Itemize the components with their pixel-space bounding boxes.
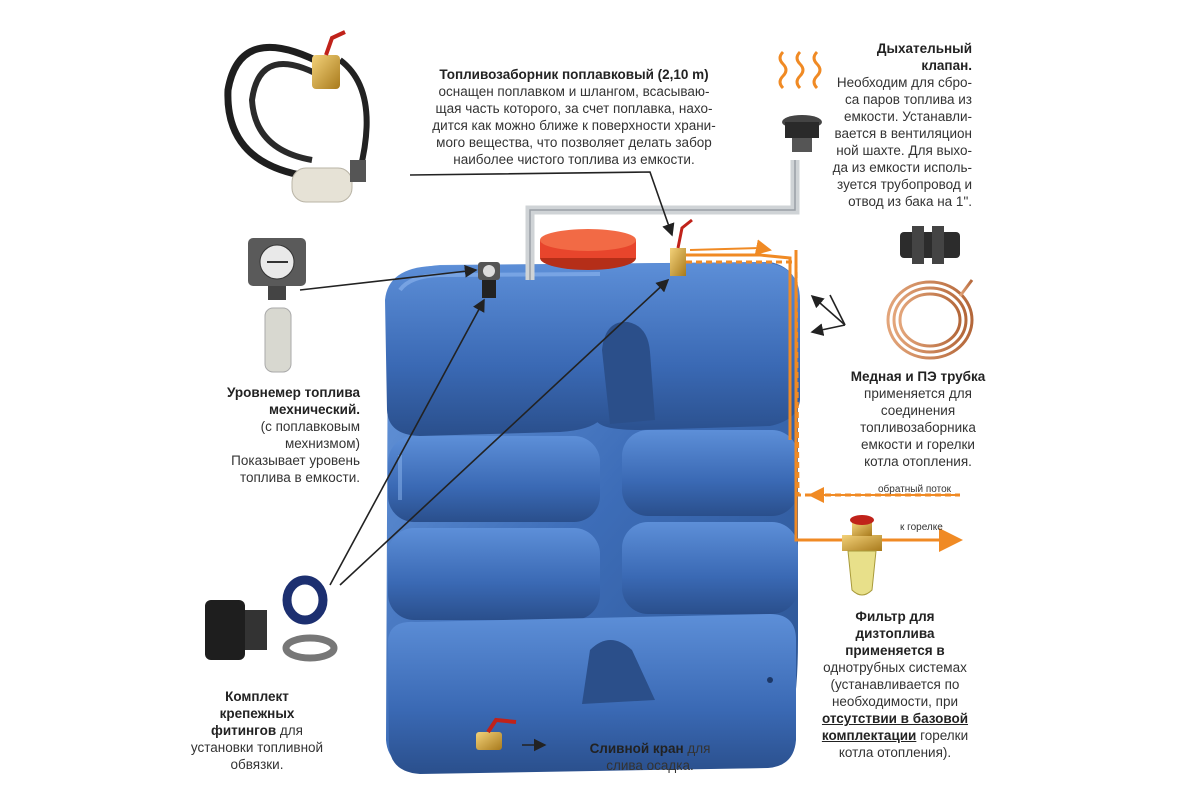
fittings-line: для [276,723,303,738]
tank-lid [540,229,636,270]
drain-title: Сливной кран [589,741,684,756]
filter-title: Фильтр для [855,609,935,624]
breather-valve-line: ной шахте. Для выхо- [836,143,972,158]
breather-valve-line: да из емкости исполь- [832,160,972,175]
level-gauge-title: Уровнемер топлива [227,385,360,400]
fuel-intake-line: щая часть которого, за счет поплавка, на… [435,101,713,116]
breather-valve-line: емкости. Устанавли- [843,109,972,124]
fuel-filter-product [842,515,882,596]
pipe-line: соединения [880,403,956,418]
fuel-intake-title: Топливозаборник поплавковый (2,10 m) [439,67,709,82]
level-gauge-line: топлива в емкости. [239,470,360,485]
fittings-title: Комплект [225,689,289,704]
plastic-tank [385,262,800,774]
filter-title: применяется в [845,643,945,658]
pipe-line: котла отопления. [864,454,972,469]
fittings-title: фитингов [211,723,277,738]
pipe-line: топливозаборника [860,420,976,435]
copper-tube-product [886,279,974,360]
fittings-set-product [205,575,338,662]
drain-label: Сливной кран для слива осадка. [560,740,740,774]
breather-valve-line: зуется трубопровод и [837,177,972,192]
filter-line: (устанавливается по [830,677,960,692]
fuel-intake-line: наиболее чистого топлива из емкости. [453,152,695,167]
vapor-icon [778,50,822,90]
return-flow-label: обратный поток [878,484,952,495]
level-gauge-line: Показывает уровень [231,453,360,468]
breather-valve-line: отвод из бака на 1". [848,194,972,209]
filter-underlined-text: отсутствии в базовой [821,711,969,726]
to-burner-label: к горелке [900,522,943,533]
breather-valve-line: Необходим для сбро- [836,75,972,90]
filter-line: однотрубных системах [823,660,967,675]
fittings-line: установки топливной [190,740,324,755]
filter-line: котла отопления). [838,745,952,760]
filter-underlined-text: комплектации [821,728,917,743]
filter-line: горелки [916,728,969,743]
fuel-intake-hose-product [224,30,370,203]
level-gauge-title: мехнический. [268,402,360,417]
breather-valve-title: клапан. [921,58,972,73]
fuel-intake-label: Топливозаборник поплавковый (2,10 m) осн… [398,66,750,168]
pipe-title: Медная и ПЭ трубка [850,369,986,384]
fuel-intake-line: дится как можно ближе к поверхности хран… [432,118,716,133]
breather-valve-label: Дыхательный клапан. Необходим для сбро- … [812,40,972,210]
level-gauge-label: Уровнемер топлива мехнический. (с поплав… [170,384,360,486]
fittings-label: Комплект крепежных фитингов для установк… [176,688,338,773]
drain-valve [476,717,547,752]
fuel-intake-line: оснащен поплавком и шлангом, всасываю- [438,84,710,99]
breather-valve-title: Дыхательный [876,41,972,56]
filter-line: необходимости, при [831,694,959,709]
drain-line: слива осадка. [606,758,694,773]
level-gauge-product [248,238,306,373]
fittings-title: крепежных [219,706,295,721]
breather-valve-line: вается в вентиляцион [834,126,973,141]
drain-line: для [683,741,711,756]
level-gauge-line: (с поплавковым [260,419,360,434]
pointer-lines [299,171,846,586]
flow-lines [686,239,963,552]
level-gauge-on-tank [478,262,500,298]
pipe-line: применяется для [864,386,972,401]
outlet-fitting-product [900,226,960,264]
fuel-intake-line: мого вещества, что позволяет делать забо… [436,135,712,150]
breather-valve-product [782,115,822,152]
filter-label: Фильтр для дизтоплива применяется в одно… [800,608,990,761]
level-gauge-line: мехнизмом) [285,436,360,451]
fittings-line: обвязки. [230,757,284,772]
breather-valve-line: са паров топлива из [844,92,972,107]
fuel-intake-on-tank [670,218,693,276]
pipe-label: Медная и ПЭ трубка применяется для соеди… [832,368,1004,470]
pipe-line: емкости и горелки [861,437,975,452]
filter-title: дизтоплива [855,626,935,641]
